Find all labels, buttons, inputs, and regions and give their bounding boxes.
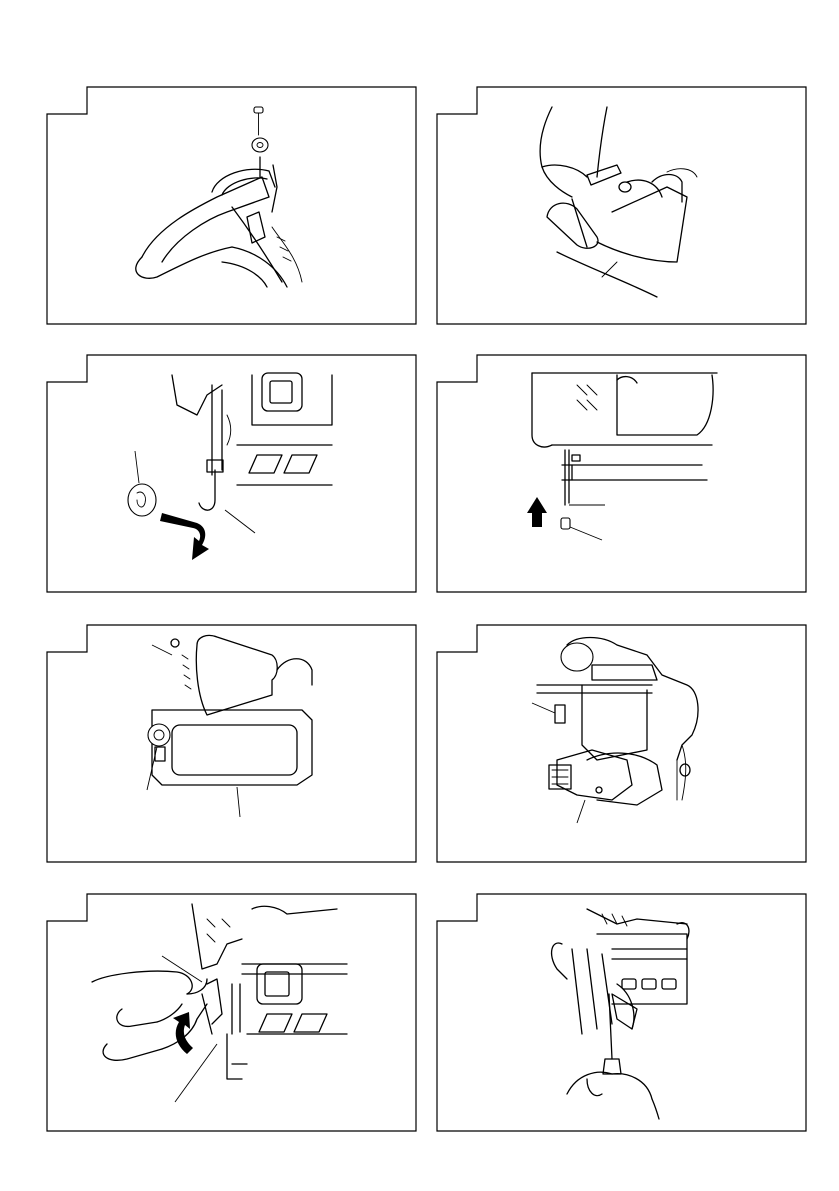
driver-rod-icon <box>199 460 223 510</box>
figure-8-panel <box>437 894 807 1132</box>
tool-nose-icon <box>172 373 332 485</box>
figure-4-panel <box>437 355 807 593</box>
driver-blade-icon <box>565 450 569 505</box>
tool-body-icon <box>532 373 717 480</box>
cap-icon <box>561 518 570 529</box>
hook-icon <box>547 180 662 248</box>
tool-nose-icon <box>552 909 689 1034</box>
figure-1-panel <box>47 87 417 325</box>
figure-5-panel <box>47 625 417 863</box>
up-arrow-icon <box>527 497 547 527</box>
nose-cap-icon <box>128 484 156 516</box>
arrow-icon <box>160 513 209 560</box>
tool-body-icon <box>152 635 312 785</box>
latch-lever-icon <box>202 979 222 1034</box>
figure-3-panel <box>47 355 417 593</box>
screwdriver-icon <box>603 994 621 1074</box>
knob-icon <box>148 724 170 761</box>
curved-arrow-icon <box>173 1012 193 1054</box>
tool-magazine-icon <box>557 169 697 297</box>
tool-rear-icon <box>537 638 698 806</box>
tool-nose-icon <box>192 904 347 1079</box>
tool-body-icon <box>136 227 302 287</box>
screw-icon <box>252 107 268 152</box>
figure-7-panel <box>47 894 417 1132</box>
figure-6-panel <box>437 625 807 863</box>
grip-hook-icon <box>142 157 282 282</box>
figure-2-panel <box>437 87 807 325</box>
hand-icon <box>567 1072 659 1119</box>
hand-icon <box>540 107 607 197</box>
